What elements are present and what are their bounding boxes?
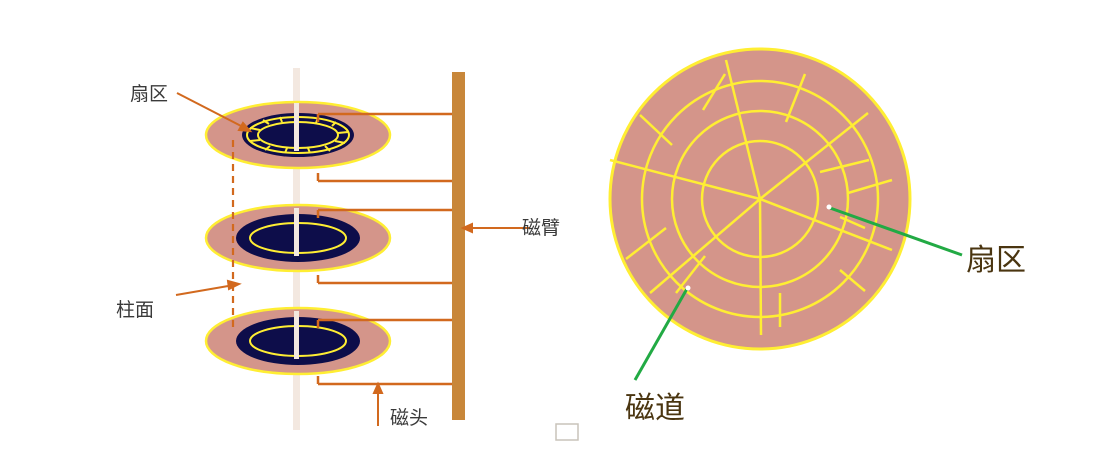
label-track: 磁道 xyxy=(625,391,685,426)
left-leader-lines xyxy=(175,92,530,426)
platter-bottom xyxy=(204,306,392,376)
page-corner-box xyxy=(555,423,579,441)
right-leader-lines xyxy=(633,206,963,381)
leader-endpoints xyxy=(685,204,832,291)
label-sector-right: 扇区 xyxy=(966,243,1026,278)
disk-arm xyxy=(452,72,465,420)
platter-stack xyxy=(204,68,392,430)
label-cylinder: 柱面 xyxy=(116,299,154,321)
label-sector-left: 扇区 xyxy=(130,83,168,105)
platter-top xyxy=(204,100,392,170)
platter-middle xyxy=(204,203,392,273)
label-arm: 磁臂 xyxy=(522,217,560,239)
read-write-heads xyxy=(316,112,452,386)
platter-top-view xyxy=(608,47,912,351)
label-head: 磁头 xyxy=(390,407,428,429)
